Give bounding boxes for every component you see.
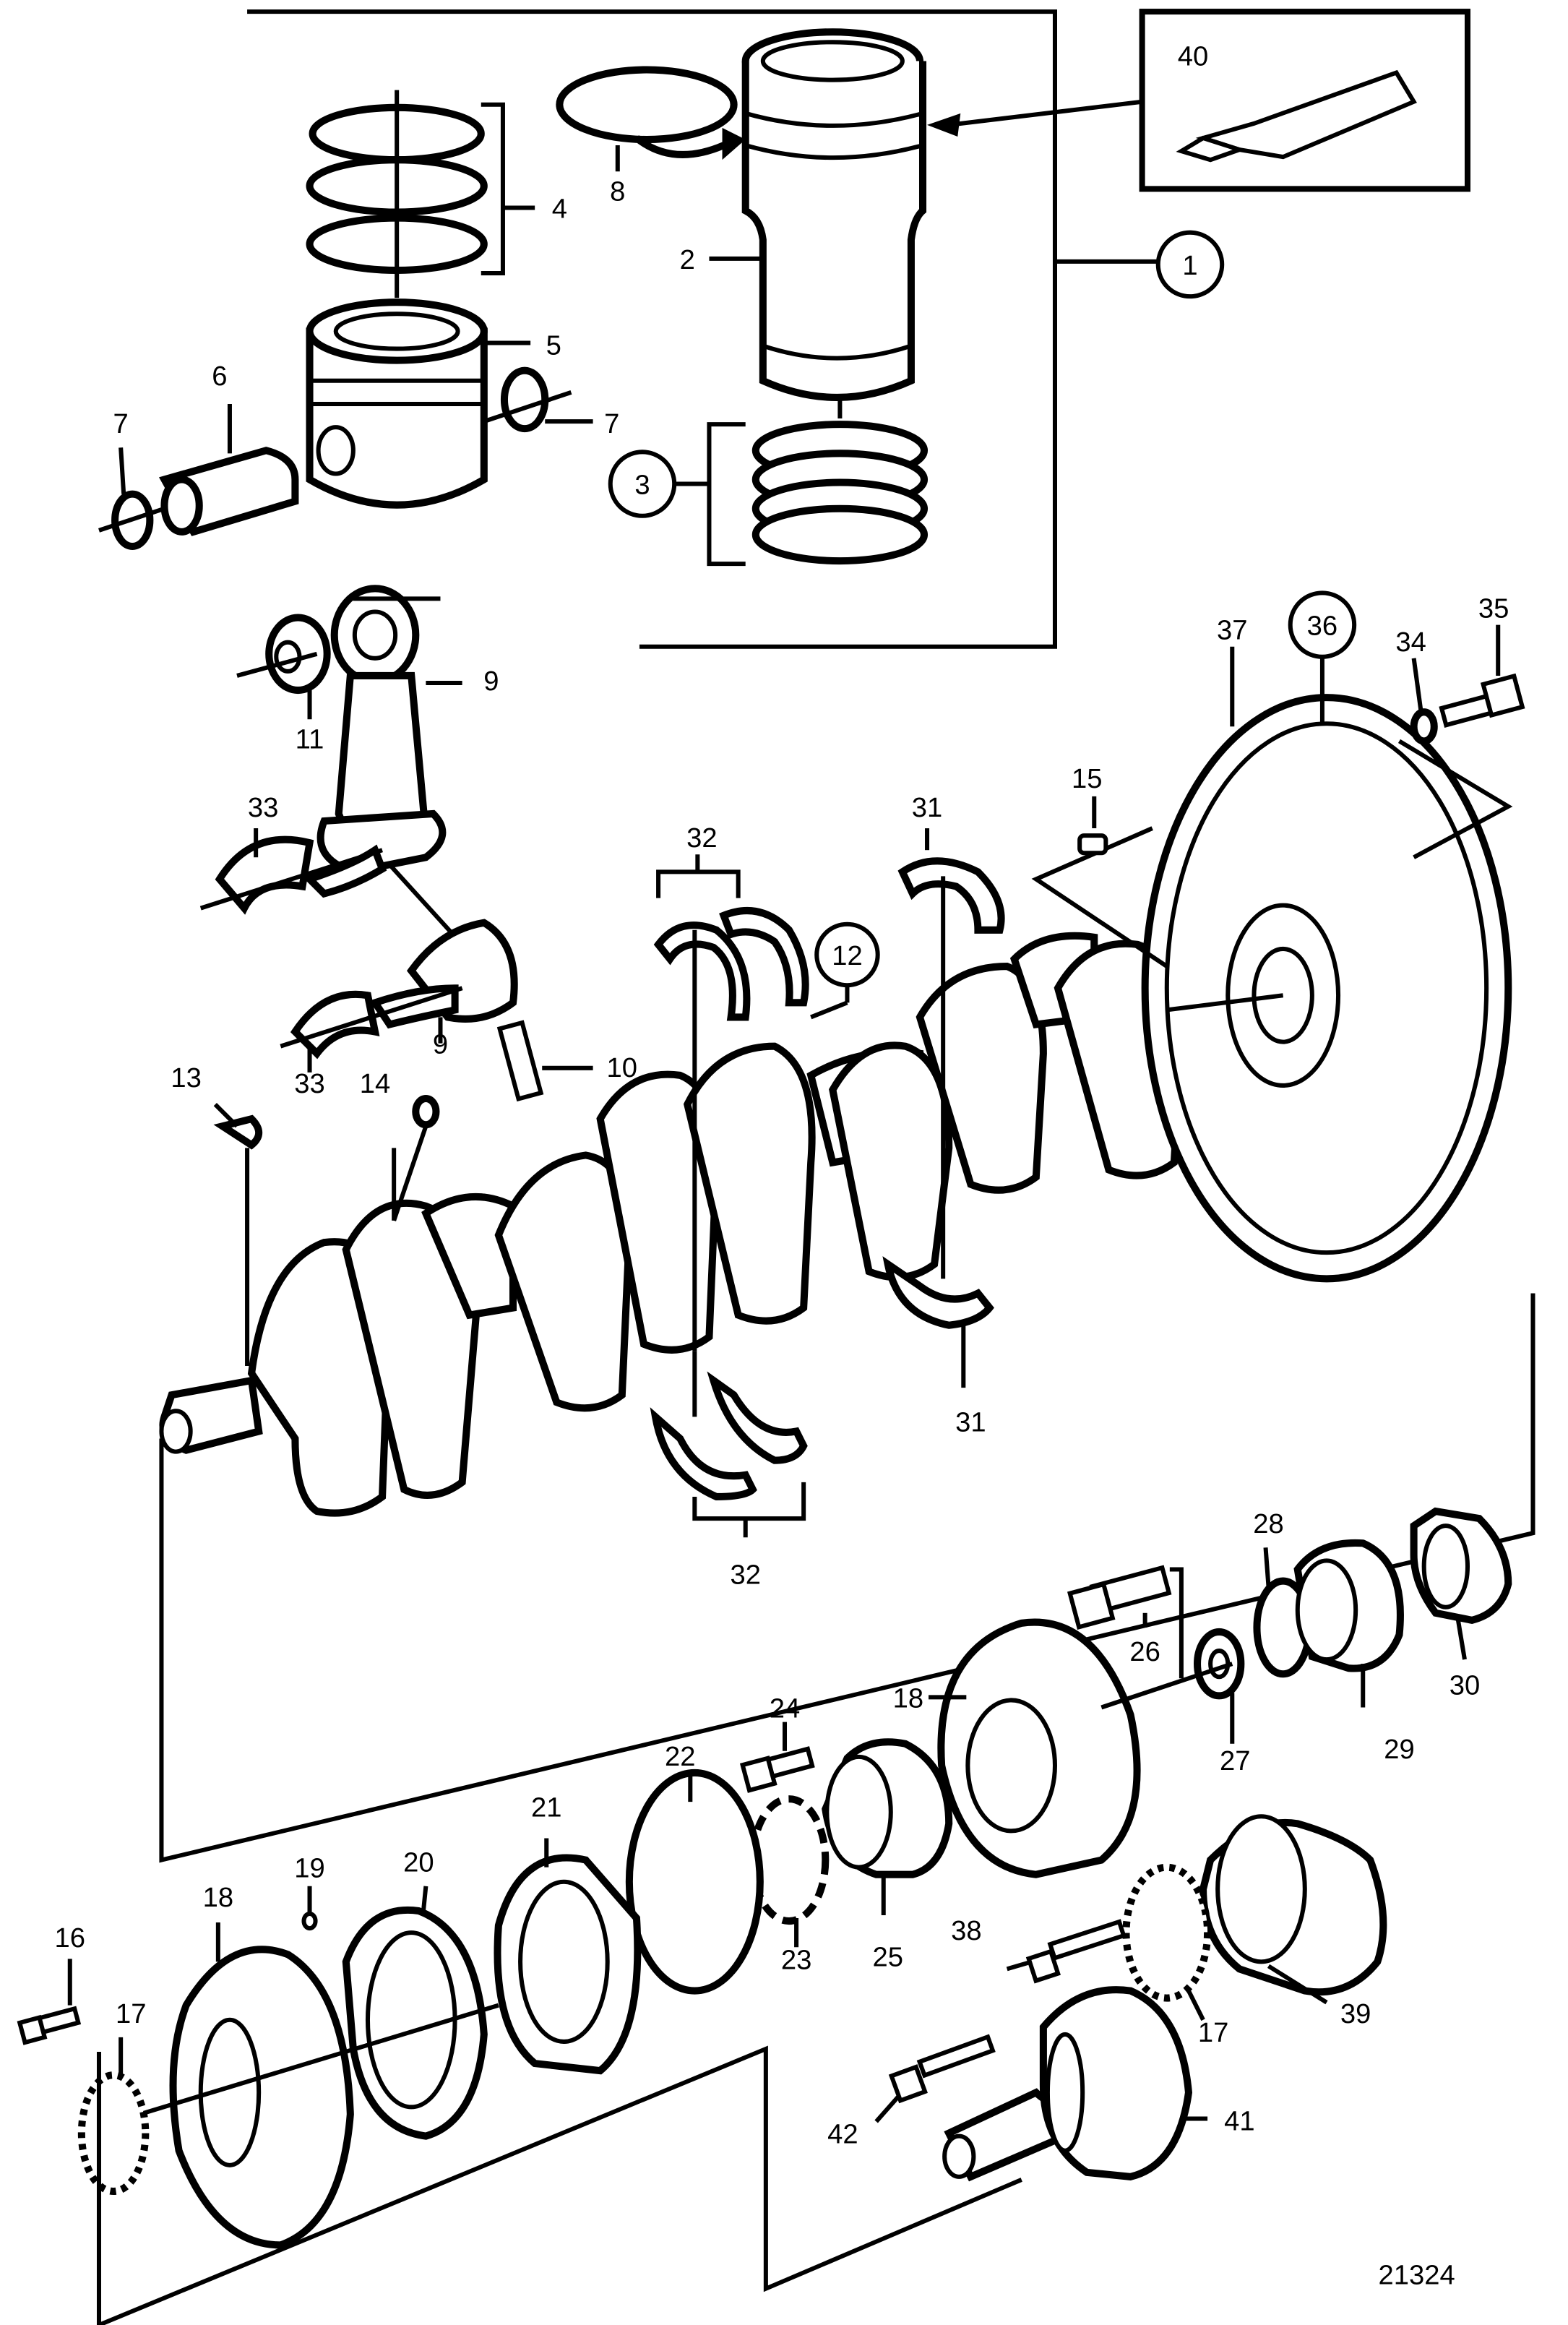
- label-32-top: 32: [686, 822, 717, 854]
- main-bearing-lower: [882, 1256, 994, 1388]
- label-9-top: 9: [483, 666, 499, 697]
- front-shim-plate: [77, 2037, 150, 2196]
- label-28: 28: [1253, 1508, 1283, 1539]
- label-18-right: 18: [893, 1682, 923, 1714]
- main-bearing-upper: [897, 828, 1005, 1279]
- circlips: [98, 366, 593, 551]
- damper-hub: [822, 1738, 953, 1916]
- label-21: 21: [531, 1792, 561, 1823]
- label-17-left: 17: [116, 1998, 146, 2029]
- label-26: 26: [1129, 1636, 1160, 1667]
- label-20: 20: [403, 1847, 434, 1878]
- timing-cover: [494, 1838, 642, 2075]
- liner-seal-ring: [556, 66, 746, 172]
- label-38: 38: [951, 1915, 981, 1946]
- damper-screw: [739, 1722, 815, 1793]
- label-14: 14: [360, 1068, 390, 1099]
- label-31-top: 31: [912, 792, 942, 823]
- crankshaft: [159, 921, 1185, 1517]
- liner-kit-frame: [247, 9, 1225, 649]
- piston-rings: [306, 90, 535, 298]
- vibration-damper-rear: [929, 1618, 1233, 1878]
- label-4: 4: [552, 194, 567, 225]
- pulley-bolt: [1006, 1919, 1127, 1984]
- piston-pin: [158, 403, 299, 536]
- label-22: 22: [665, 1741, 695, 1772]
- label-9-bottom: 9: [433, 1029, 448, 1060]
- label-24: 24: [770, 1693, 800, 1724]
- shaft-bolt: [874, 2034, 996, 2123]
- label-40: 40: [1178, 40, 1208, 72]
- seal-ring-22: [625, 1769, 764, 1995]
- label-7-left: 7: [113, 408, 129, 439]
- sealant-tube-box: [927, 9, 1471, 192]
- label-34: 34: [1395, 627, 1426, 658]
- label-31-bottom: 31: [955, 1406, 986, 1437]
- label-23: 23: [781, 1944, 811, 1975]
- label-12: 12: [832, 940, 862, 971]
- label-29: 29: [1384, 1734, 1414, 1765]
- flywheel-bolt: [1410, 624, 1525, 745]
- label-5: 5: [546, 330, 561, 361]
- dowel-pin: [1077, 796, 1108, 856]
- label-11: 11: [296, 723, 324, 755]
- label-30: 30: [1449, 1669, 1480, 1701]
- label-16: 16: [55, 1922, 85, 1954]
- label-2: 2: [680, 244, 695, 275]
- label-36: 36: [1307, 611, 1337, 642]
- part-labels: 40 8 4 2 1 5 6 7 7 3 37 36 35 34 9 11 15…: [55, 40, 1509, 2290]
- piston: [306, 298, 531, 509]
- power-take-off-shaft: [942, 1986, 1208, 2182]
- label-42: 42: [827, 2119, 858, 2150]
- label-8: 8: [610, 176, 625, 207]
- label-1: 1: [1182, 250, 1197, 281]
- label-37: 37: [1217, 615, 1247, 646]
- label-35: 35: [1478, 593, 1509, 624]
- crank-nose-parts: [1067, 1507, 1512, 1744]
- front-bolt: [17, 1959, 82, 2045]
- label-13: 13: [171, 1062, 201, 1093]
- crank-keys: [213, 1095, 440, 1366]
- label-7-right: 7: [604, 408, 619, 439]
- drawing-number: 21324: [1379, 2260, 1455, 2291]
- label-41: 41: [1224, 2106, 1254, 2137]
- vibration-damper-front: [105, 1922, 499, 2249]
- label-27: 27: [1220, 1745, 1250, 1776]
- thrust-washers-lower: [650, 1351, 808, 1538]
- label-18-left: 18: [203, 1882, 233, 1913]
- label-19: 19: [294, 1853, 324, 1884]
- big-end-bearings: [199, 828, 463, 1073]
- crank-end-bracket: [159, 1293, 1535, 1863]
- pulley: [1199, 1814, 1387, 2005]
- label-6: 6: [212, 361, 227, 392]
- label-17-right: 17: [1198, 2017, 1228, 2048]
- lock-washer: [749, 1795, 830, 1948]
- label-33-bottom: 33: [294, 1068, 324, 1099]
- liner-lower-seal-rings: [608, 395, 929, 567]
- lower-bracket: [96, 2045, 1022, 2325]
- pulley-shim-plate: [1122, 1863, 1212, 2021]
- label-39: 39: [1340, 1998, 1371, 2029]
- label-25: 25: [873, 1941, 903, 1972]
- label-10: 10: [607, 1052, 637, 1083]
- label-3: 3: [634, 470, 650, 501]
- label-32-bottom: 32: [730, 1560, 760, 1591]
- ring-gear-callout: [1230, 590, 1357, 727]
- flywheel: [1031, 694, 1513, 1283]
- connecting-rod: [316, 585, 464, 946]
- label-33-top: 33: [248, 792, 278, 823]
- small-end-bushing: [236, 614, 331, 720]
- crankshaft-seal-housing: [301, 1886, 488, 2140]
- cylinder-liner: [709, 28, 927, 401]
- label-15: 15: [1072, 763, 1102, 794]
- thrust-washers-upper: [653, 854, 809, 1351]
